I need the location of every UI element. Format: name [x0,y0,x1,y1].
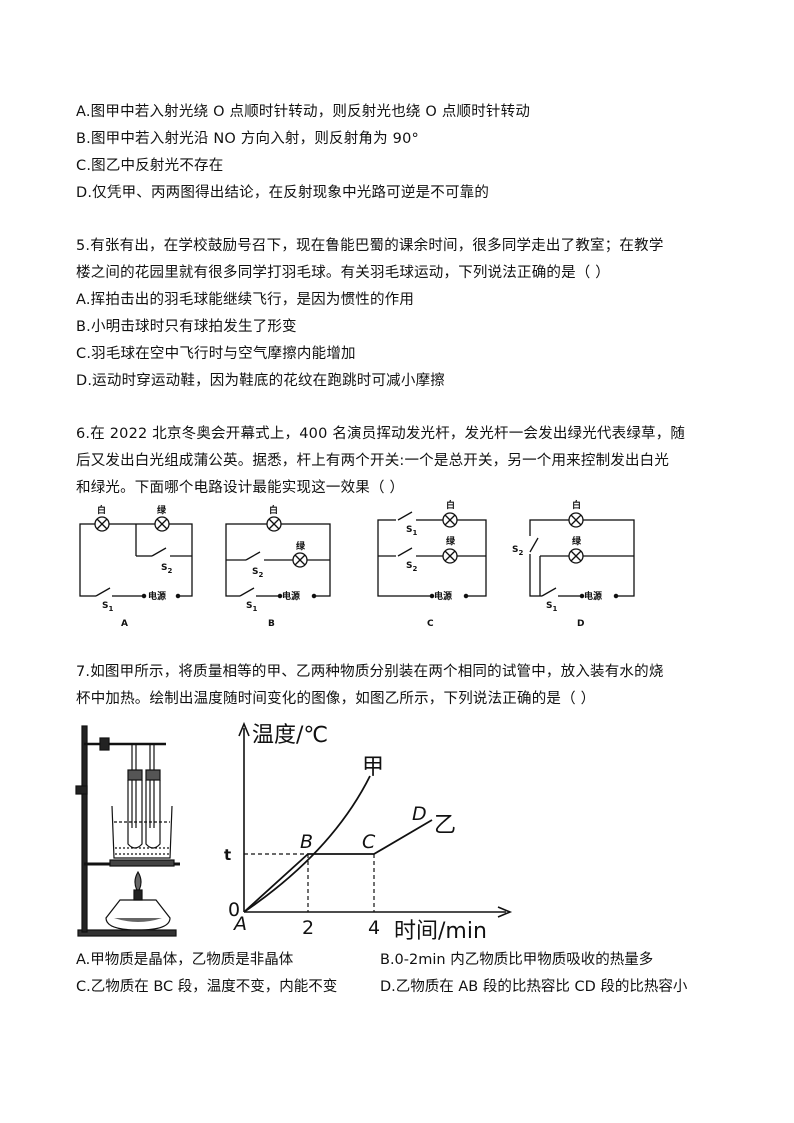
q5-option-d: D.运动时穿运动鞋，因为鞋底的花纹在跑跳时可减小摩擦 [76,373,445,389]
q7-option-b: B.0-2min 内乙物质比甲物质吸收的热量多 [380,952,654,968]
circuit-label-b: B [268,619,275,629]
stand-base [77,929,177,937]
q6-stem-line3: 和绿光。下面哪个电路设计最能实现这一效果（ ） [76,480,405,496]
clamp-knob [75,785,88,795]
switch-s2-icon [396,547,416,558]
lamp-label-green: 绿 [446,535,456,547]
q4-option-d: D.仅凭甲、丙两图得出结论，在反射现象中光路可逆是不可靠的 [76,185,490,201]
circuit-label-c: C [427,619,434,629]
lamp-label-white: 白 [446,499,455,511]
y-axis-arrow-icon [238,721,250,737]
curve-label-jia: 甲 [362,755,384,780]
lamp-white-icon [568,512,584,528]
circuit-diagrams: 白 绿 S2 S1 电源 白 绿 S2 S1 电源 白 绿 S1 S2 电源 白… [79,499,635,629]
switch-label-s1: S1 [546,601,557,613]
source-label: 电源 [584,590,602,602]
q4-option-a: A.图甲中若入射光绕 O 点顺时针转动，则反射光也绕 O 点顺时针转动 [76,104,531,120]
temperature-time-graph: 温度/℃ 时间/min 甲 乙 0 t 2 4 A B C D [224,721,513,944]
switch-label-s2: S2 [512,545,523,557]
switch-s1-icon [95,587,112,598]
test-tube-stopper-right [145,769,161,781]
power-source-icon [277,593,317,599]
q5-option-c: C.羽毛球在空中飞行时与空气摩擦内能增加 [76,346,356,362]
lamp-label-green: 绿 [296,540,306,552]
stand-rod [81,725,88,933]
lamp-label-white: 白 [97,504,106,516]
lamp-green-icon [568,548,584,564]
x-axis-arrow-icon [497,906,513,918]
q5-stem-line1: 5.有张有出，在学校鼓励号召下，现在鲁能巴蜀的课余时间，很多同学走出了教室；在教… [76,238,664,254]
origin-label: 0 [228,899,240,921]
lamp-white-icon [266,516,282,532]
x-tick-4: 4 [368,917,380,939]
switch-s1-icon [239,587,256,598]
circuit-label-a: A [121,619,128,629]
lamp-label-green: 绿 [572,535,582,547]
flame-icon [134,870,142,894]
q6-stem-line2: 后又发出白光组成蒲公英。据悉，杆上有两个开关:一个是总开关，另一个用来控制发出白… [76,453,670,469]
power-source-icon [141,593,181,599]
q4-option-c: C.图乙中反射光不存在 [76,158,224,174]
circuit-label-d: D [577,619,584,629]
switch-label-s2: S2 [161,563,172,575]
lamp-white-icon [442,512,458,528]
q7-option-a: A.甲物质是晶体，乙物质是非晶体 [76,952,294,968]
point-label-d: D [412,803,427,825]
alcohol-lamp-icon [105,899,171,931]
point-label-c: C [362,831,376,853]
switch-label-s2: S2 [406,561,417,573]
point-label-b: B [300,831,313,853]
test-tube-right-icon [145,780,161,849]
source-label: 电源 [282,590,300,602]
point-label-a: A [232,913,247,935]
source-label: 电源 [434,590,452,602]
lamp-green-icon [154,516,170,532]
switch-s1-icon [396,511,416,522]
circuit-a [79,516,193,599]
lamp-green-icon [442,548,458,564]
power-source-icon [579,593,619,599]
lamp-white-icon [94,516,110,532]
switch-label-s1: S1 [406,525,417,537]
beaker-icon [111,805,173,859]
lamp-green-icon [292,552,308,568]
lamp-wick [133,889,143,901]
test-tube-left-icon [127,780,143,849]
switch-label-s2: S2 [252,567,263,579]
test-tube-stopper-left [127,769,143,781]
q5-stem-line2: 楼之间的花园里就有很多同学打羽毛球。有关羽毛球运动，下列说法正确的是（ ） [76,265,611,281]
q7-stem-line1: 7.如图甲所示，将质量相等的甲、乙两种物质分别装在两个相同的试管中，放入装有水的… [76,664,664,680]
q5-option-a: A.挥拍击出的羽毛球能继续飞行，是因为惯性的作用 [76,292,415,308]
wire-gauze-icon [109,859,175,867]
curve-label-yi: 乙 [434,813,456,838]
x-tick-2: 2 [302,917,314,939]
lamp-label-green: 绿 [157,504,167,516]
lamp-label-white: 白 [572,499,581,511]
circuit-b [225,516,331,599]
y-axis-label: 温度/℃ [252,723,328,748]
switch-label-s1: S1 [246,601,257,613]
circuit-d [528,512,635,599]
switch-label-s1: S1 [102,601,113,613]
t-label: t [224,846,231,864]
q7-option-c: C.乙物质在 BC 段，温度不变，内能不变 [76,979,338,995]
lamp-label-white: 白 [269,504,278,516]
circuit-c [377,511,487,599]
switch-s1-icon [541,587,558,598]
curve-yi [243,819,433,913]
clamp-boss [99,737,110,751]
switch-s2-icon [528,536,539,554]
power-source-icon [429,593,469,599]
q6-stem-line1: 6.在 2022 北京冬奥会开幕式上，400 名演员挥动发光杆，发光杆一会发出绿… [76,426,686,442]
heating-apparatus-figure [75,725,180,937]
q4-option-b: B.图甲中若入射光沿 NO 方向入射，则反射角为 90° [76,131,419,147]
q7-stem-line2: 杯中加热。绘制出温度随时间变化的图像，如图乙所示，下列说法正确的是（ ） [76,691,596,707]
curve-jia [243,775,371,913]
q5-option-b: B.小明击球时只有球拍发生了形变 [76,319,297,335]
q7-option-d: D.乙物质在 AB 段的比热容比 CD 段的比热容小 [380,979,688,995]
source-label: 电源 [148,590,166,602]
x-axis-label: 时间/min [394,919,487,944]
